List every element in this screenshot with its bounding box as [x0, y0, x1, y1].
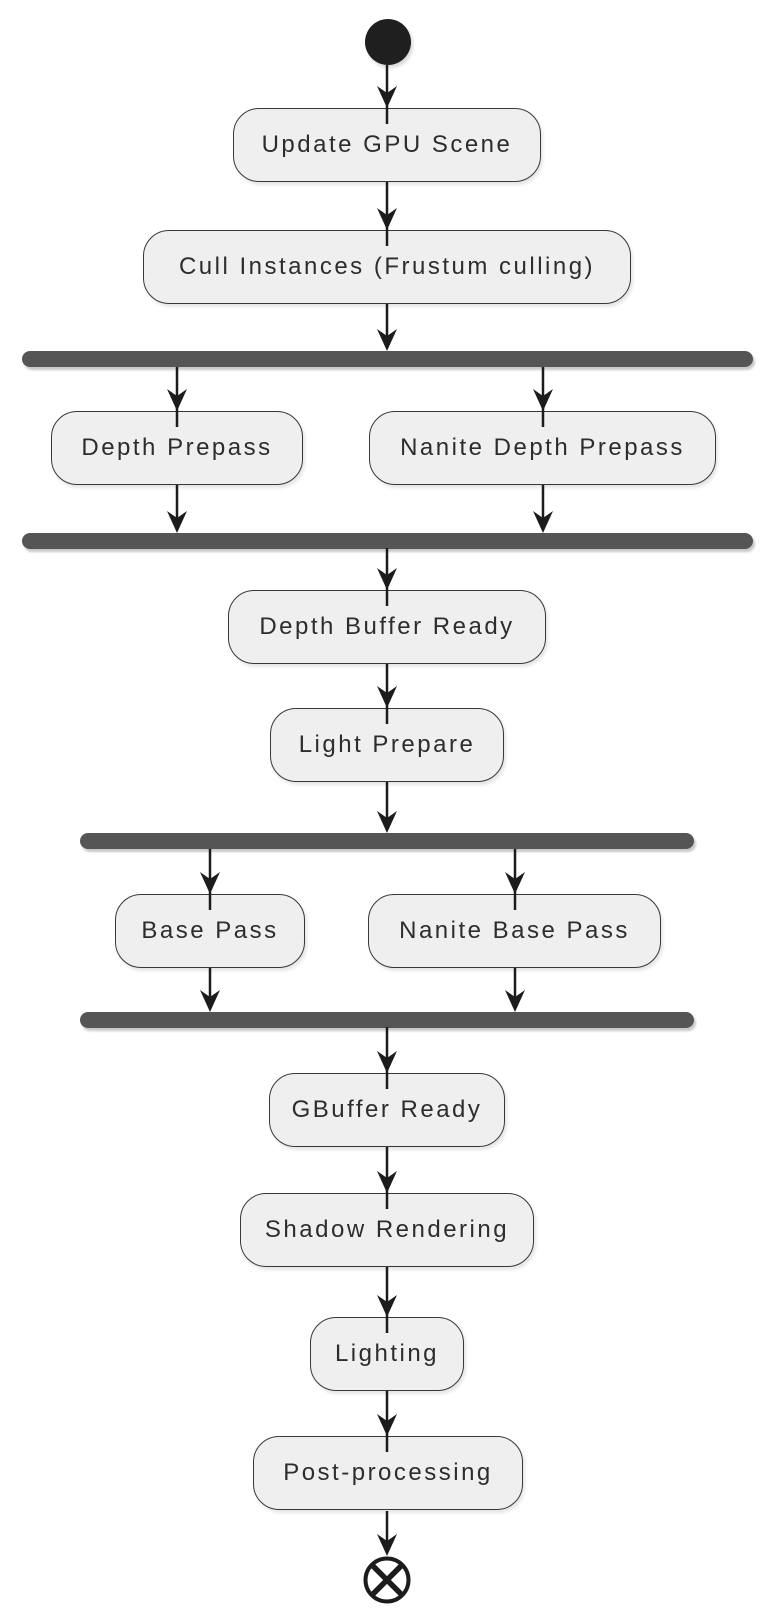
activity-post-processing: Post-processing — [253, 1436, 523, 1510]
activity-light-prepare: Light Prepare — [270, 708, 504, 782]
activity-depth-prepass: Depth Prepass — [51, 411, 303, 485]
activity-cull-instances: Cull Instances (Frustum culling) — [143, 230, 631, 304]
start-node-icon — [365, 19, 411, 65]
activity-update-gpu-scene: Update GPU Scene — [233, 108, 541, 182]
join-bar-2 — [80, 1012, 694, 1028]
edge-nanite-base-pass-to-join2 — [505, 968, 525, 1012]
activity-base-pass: Base Pass — [115, 894, 305, 968]
edge-nanite-depth-prepass-to-join1 — [533, 485, 553, 533]
activity-nanite-base-pass: Nanite Base Pass — [368, 894, 661, 968]
edge-light-prepare-to-fork2 — [377, 782, 397, 833]
activity-depth-buffer-ready: Depth Buffer Ready — [228, 590, 546, 664]
edge-base-pass-to-join2 — [200, 968, 220, 1012]
edge-post-processing-to-end — [377, 1511, 397, 1556]
activity-lighting: Lighting — [310, 1317, 464, 1391]
activity-shadow-rendering: Shadow Rendering — [240, 1193, 534, 1267]
edge-depth-prepass-to-join1 — [167, 485, 187, 533]
fork-bar-1 — [22, 351, 753, 367]
fork-bar-2 — [80, 833, 694, 849]
join-bar-1 — [22, 533, 753, 549]
edge-cull-instances-to-fork1 — [377, 304, 397, 351]
activity-gbuffer-ready: GBuffer Ready — [269, 1073, 505, 1147]
activity-nanite-depth-prepass: Nanite Depth Prepass — [369, 411, 716, 485]
end-node-icon — [363, 1556, 411, 1604]
